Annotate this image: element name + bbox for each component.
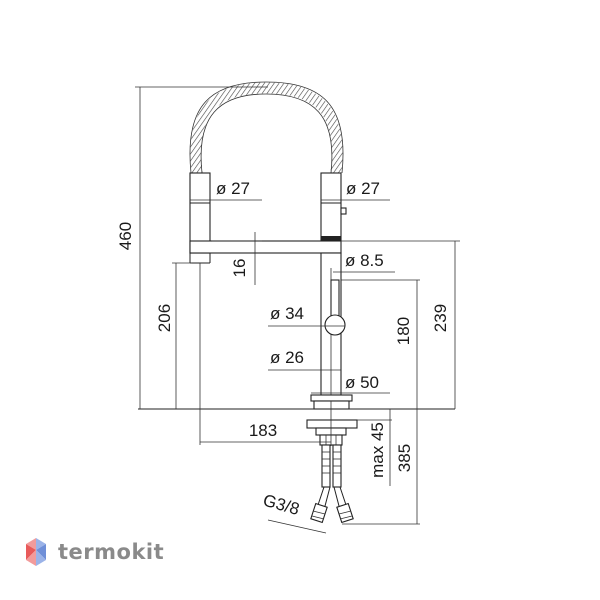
logo-hex-top-left bbox=[26, 538, 36, 550]
label-spout-height: 206 bbox=[155, 304, 174, 332]
termokit-logo-icon bbox=[26, 538, 46, 566]
label-diameter-body-low: ø 26 bbox=[270, 348, 304, 367]
brand-name: termokit bbox=[58, 540, 165, 564]
label-thread: G3/8 bbox=[261, 491, 302, 519]
mounting-plate bbox=[306, 419, 358, 429]
label-reach: 183 bbox=[249, 421, 277, 440]
label-hose-length: 385 bbox=[395, 444, 414, 472]
right-spray-head bbox=[320, 172, 342, 242]
hose-fitting-right bbox=[336, 502, 354, 524]
lever-knob bbox=[324, 314, 346, 336]
label-diameter-body-mid: ø 34 bbox=[270, 304, 304, 323]
label-diameter-left-head: ø 27 bbox=[216, 179, 250, 198]
logo-hex-left bbox=[26, 544, 36, 560]
label-total-height: 460 bbox=[116, 222, 135, 250]
supply-hose-right bbox=[333, 486, 347, 507]
hose-fitting-left bbox=[310, 502, 328, 524]
label-body-height: 239 bbox=[431, 304, 450, 332]
supply-hose-left bbox=[317, 486, 331, 507]
label-spout-thickness: 16 bbox=[230, 259, 249, 278]
logo-hex-bottom-right bbox=[36, 550, 46, 566]
base-flange bbox=[310, 394, 353, 402]
label-handle-length: 180 bbox=[394, 317, 413, 345]
spring-hose bbox=[190, 82, 343, 174]
logo-hex-bottom-left bbox=[26, 550, 36, 566]
logo-hex-right bbox=[36, 544, 46, 560]
label-diameter-handle: ø 8.5 bbox=[345, 251, 384, 270]
lever-handle bbox=[330, 279, 340, 319]
label-diameter-base: ø 50 bbox=[345, 373, 379, 392]
label-diameter-right-head: ø 27 bbox=[346, 179, 380, 198]
right-head-band bbox=[321, 236, 341, 241]
spout-arm bbox=[189, 240, 342, 254]
label-max-deck: max 45 bbox=[368, 422, 387, 478]
logo-hex-top-right bbox=[36, 538, 46, 550]
